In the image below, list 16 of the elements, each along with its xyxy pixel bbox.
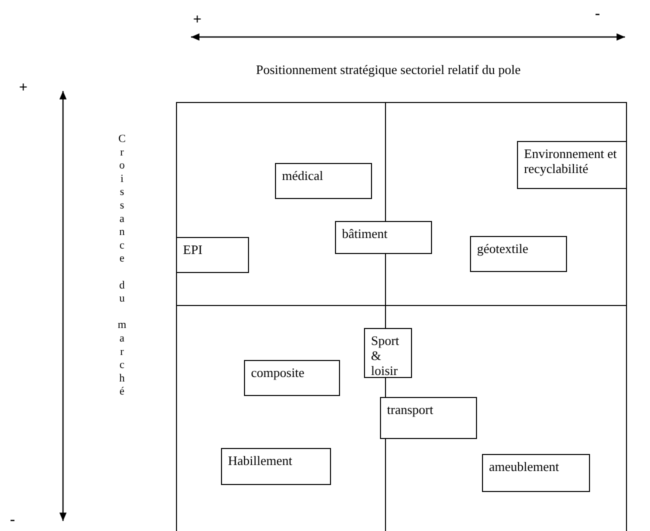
axis-sign: - [10, 512, 15, 529]
sector-box: EPI [176, 237, 249, 273]
sector-box: transport [380, 397, 477, 439]
sector-box: ameublement [482, 454, 590, 492]
axis-sign: - [595, 6, 600, 23]
sector-box: Habillement [221, 448, 331, 485]
axis-sign: + [19, 80, 28, 97]
axis-sign: + [193, 12, 202, 29]
sector-box: bâtiment [335, 221, 432, 254]
axis-title: Positionnement stratégique sectoriel relatif du pole [256, 62, 521, 78]
sector-box: composite [244, 360, 340, 396]
sector-box: médical [275, 163, 372, 199]
sector-box: Sport & loisir [364, 328, 412, 378]
axis-title: Croissance du marché [116, 133, 128, 399]
sector-box: Environnement et recyclabilité [517, 141, 627, 189]
sector-box: géotextile [470, 236, 567, 272]
